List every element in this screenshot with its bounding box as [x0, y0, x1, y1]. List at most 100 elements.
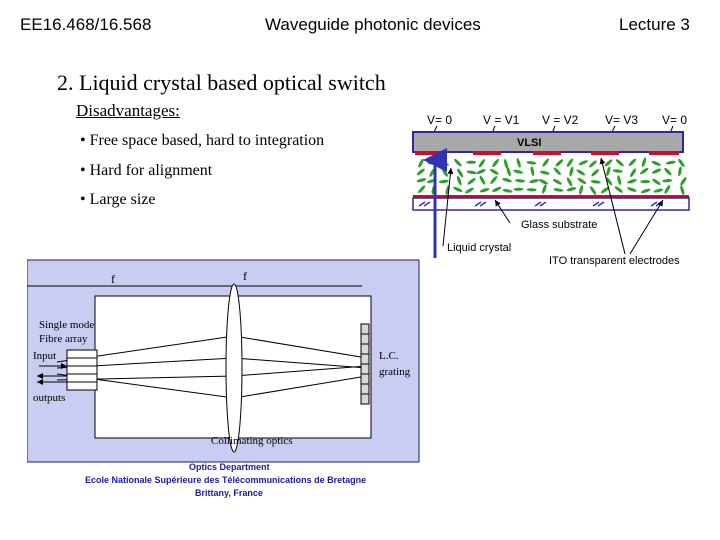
glass-substrate	[412, 197, 690, 211]
lc-molecule	[513, 187, 524, 191]
lc-molecule	[526, 188, 537, 192]
lc-molecule	[605, 177, 613, 186]
lc-molecule	[438, 179, 449, 184]
lc-molecule	[466, 160, 477, 164]
lc-molecule	[530, 166, 535, 177]
lc-molecule	[503, 159, 509, 169]
lc-molecule	[453, 186, 463, 192]
voltage-label-4: V= 0	[662, 113, 687, 127]
liquid-crystal-layer	[416, 157, 687, 196]
bullet-2: • Hard for alignment	[80, 162, 213, 179]
bullet-1: • Free space based, hard to integration	[80, 132, 325, 149]
bottom-electrode	[413, 195, 689, 198]
lc-device-diagram: V= 0 V = V1 V = V2 V= V3 V= 0 VLSI Glass…	[412, 113, 690, 267]
lc-molecule	[539, 170, 550, 175]
lc-molecule	[479, 188, 490, 193]
lc-molecule	[466, 170, 477, 175]
lc-molecule	[664, 167, 672, 176]
lc-molecule	[678, 166, 682, 177]
lc-molecule	[651, 160, 661, 166]
lc-molecule	[542, 184, 547, 194]
lc-molecule	[526, 161, 537, 165]
lc-molecule	[589, 160, 597, 168]
collimating-optics-label: Collimating optics	[211, 435, 293, 447]
lc-molecule	[665, 160, 676, 165]
lc-molecule	[627, 187, 637, 192]
lc-molecule	[492, 158, 499, 168]
lc-molecule	[467, 178, 476, 185]
lc-molecule	[441, 168, 448, 177]
lc-molecule	[617, 175, 622, 186]
lc-molecule	[653, 188, 664, 193]
fibre-label-line2: Fibre array	[39, 333, 88, 345]
lc-molecule	[553, 188, 564, 192]
lc-molecule	[576, 169, 586, 176]
slide-subtitle: Disadvantages:	[76, 101, 180, 120]
lc-molecule	[680, 177, 687, 186]
course-code: EE16.468/16.568	[20, 15, 152, 34]
lc-molecule	[651, 168, 662, 174]
lc-molecule	[492, 186, 502, 192]
lc-molecule	[604, 159, 613, 167]
voltage-label-3: V= V3	[605, 113, 638, 127]
credit-location: Brittany, France	[195, 488, 263, 498]
lc-molecule	[615, 159, 624, 167]
lc-molecule	[566, 158, 574, 167]
fibre-label-line1: Single mode	[39, 319, 94, 331]
voltage-label-0: V= 0	[427, 113, 452, 127]
lc-molecule	[578, 160, 588, 166]
glass-substrate-label: Glass substrate	[521, 219, 597, 231]
lecture-topic: Waveguide photonic devices	[265, 15, 481, 34]
liquid-crystal-label: Liquid crystal	[447, 242, 511, 254]
lc-molecule	[640, 188, 651, 194]
lc-molecule	[640, 167, 649, 175]
lecture-number: Lecture 3	[619, 15, 690, 34]
lc-molecule	[418, 185, 426, 194]
slide-title: 2. Liquid crystal based optical switch	[57, 70, 386, 95]
lc-molecule	[628, 158, 637, 166]
focal-length-left: f	[111, 272, 115, 286]
lc-molecule	[457, 168, 464, 178]
lc-molecule	[502, 188, 513, 193]
lc-molecule	[513, 169, 524, 174]
lc-molecule	[614, 186, 623, 193]
collimating-lens	[225, 283, 243, 453]
lc-molecule	[590, 186, 597, 195]
lc-molecule	[641, 157, 647, 167]
lc-molecule	[553, 167, 561, 176]
lc-molecule	[439, 161, 449, 166]
lc-molecule	[569, 166, 574, 177]
lc-molecule	[680, 185, 685, 196]
lc-molecule	[516, 158, 521, 168]
lc-molecule	[456, 175, 462, 186]
fibre-array	[66, 349, 98, 391]
vlsi-label: VLSI	[517, 137, 541, 149]
lc-molecule	[600, 186, 610, 194]
lc-molecule	[630, 168, 637, 177]
input-label: Input	[33, 350, 56, 362]
lc-molecule	[416, 178, 427, 183]
lc-molecule	[445, 185, 450, 195]
outputs-label: outputs	[33, 392, 65, 404]
vlsi-layer	[412, 131, 684, 153]
focal-length-right: f	[243, 269, 247, 283]
credit-department: Optics Department	[189, 462, 270, 472]
lc-molecule	[664, 185, 671, 194]
grating-label-line1: L.C.	[379, 350, 399, 362]
lc-molecule	[502, 178, 512, 183]
lc-molecule	[640, 180, 651, 184]
lc-molecule	[612, 169, 623, 173]
lc-molecule	[476, 169, 486, 175]
lc-molecule	[627, 179, 637, 184]
voltage-label-1: V = V1	[483, 113, 520, 127]
io-arrows	[37, 363, 67, 385]
lc-molecule	[577, 178, 587, 184]
lc-molecule	[454, 158, 462, 167]
lc-molecule	[552, 179, 562, 185]
lc-molecule	[591, 169, 600, 177]
ito-electrodes-label: ITO transparent electrodes	[549, 255, 680, 267]
grating-cells	[360, 323, 370, 405]
lc-molecule	[678, 158, 685, 168]
lc-molecule	[478, 159, 486, 168]
lc-molecule	[538, 179, 549, 185]
